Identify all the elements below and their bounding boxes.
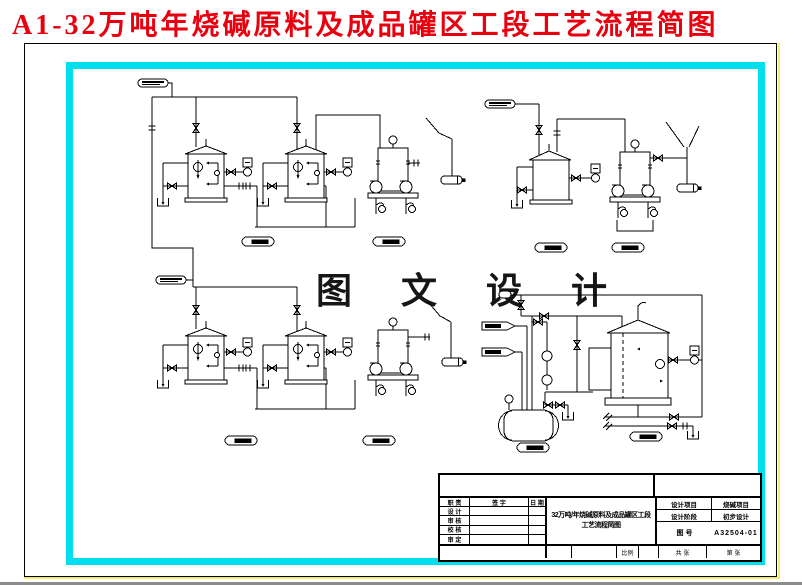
footer-cell-scale: 比例 [617, 546, 639, 558]
title-block-logo-cell [655, 475, 760, 496]
signature-cell [470, 534, 529, 544]
page-edge-yellow-right [778, 43, 780, 579]
signature-table: 职 责 签 字 日 期 设 计 审 核 校 核 审 定 [440, 498, 547, 544]
footer-cell [547, 546, 572, 558]
title-block-footer: 比例 共 张 第 张 [440, 546, 760, 558]
sign-row-approve: 审 定 [440, 534, 470, 544]
page-title: A1-32万吨年烧碱原料及成品罐区工段工艺流程简图 [12, 10, 719, 41]
date-cell [529, 516, 545, 526]
project-label: 设计项目 [657, 498, 712, 509]
footer-cell-total-sheets: 共 张 [659, 546, 707, 558]
cyan-drawing-frame [66, 62, 765, 565]
footer-cell [572, 546, 617, 558]
outer-black-border [24, 43, 777, 577]
title-block-top-band [440, 475, 760, 498]
drawing-name-line2: 工艺流程简图 [581, 522, 622, 529]
watermark-text: 图 文 设 计 [316, 271, 628, 311]
stage-label: 设计阶段 [657, 510, 712, 521]
drawing-name-line1: 32万吨/年烧碱原料及成品罐区工段 [551, 512, 651, 519]
footer-cell [440, 546, 547, 558]
signature-cell [470, 516, 529, 526]
sign-header-sign: 签 字 [470, 498, 529, 508]
drawing-no-value: A32504-01 [714, 529, 758, 537]
date-cell [529, 507, 545, 517]
sign-row-check: 校 核 [440, 525, 470, 535]
stage-value: 初步设计 [723, 513, 749, 521]
project-value: 烧碱项目 [723, 501, 749, 509]
title-block-company-cell [440, 475, 655, 496]
page-edge-yellow-bottom [24, 577, 780, 579]
sign-header-date: 日 期 [529, 498, 545, 508]
signature-cell [470, 507, 529, 517]
sign-row-design: 设 计 [440, 507, 470, 517]
drawing-name-cell: 32万吨/年烧碱原料及成品罐区工段 工艺流程简图 [547, 498, 657, 544]
sign-row-review: 审 核 [440, 516, 470, 526]
date-cell [529, 526, 545, 535]
project-info-table: 设计项目 烧碱项目 设计阶段 初步设计 图 号 A32504-01 [657, 498, 760, 544]
page-edge-gray-bottom [0, 582, 802, 585]
title-block: 职 责 签 字 日 期 设 计 审 核 校 核 审 定 32万吨/年烧碱原料及成… [438, 473, 762, 562]
footer-cell-sheet-no: 第 张 [726, 550, 741, 557]
drawing-no-label: 图 号 [676, 530, 693, 537]
footer-cell [639, 546, 659, 558]
date-cell [529, 535, 545, 544]
signature-cell [470, 525, 529, 535]
sign-header-duty: 职 责 [440, 498, 470, 508]
